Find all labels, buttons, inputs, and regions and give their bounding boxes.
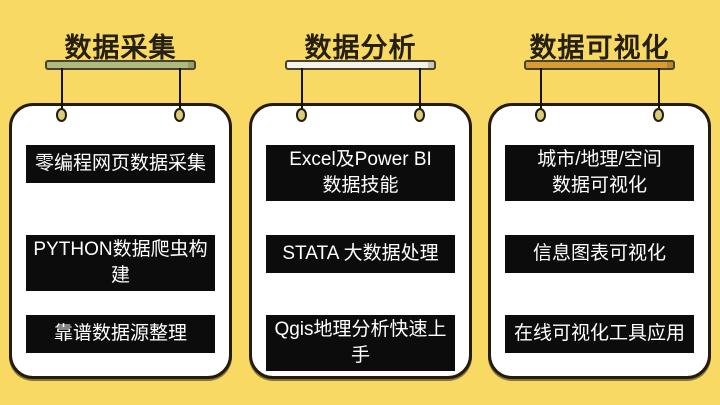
hanging-bar — [45, 60, 196, 70]
hanger-string-left — [301, 68, 303, 116]
course-item: 零编程网页数据采集 — [26, 145, 215, 183]
pin-right-icon — [653, 108, 664, 122]
hanging-bar — [285, 60, 436, 70]
column-title: 数据可视化 — [529, 33, 670, 63]
pin-left-icon — [296, 108, 307, 122]
hanging-card: Excel及Power BI 数据技能 STATA 大数据处理 Qgis地理分析… — [249, 103, 472, 379]
pin-right-icon — [174, 108, 185, 122]
column-data-visualization: 数据可视化 城市/地理/空间 数据可视化 信息图表可视化 在线可视化工具应用 — [488, 0, 711, 405]
pin-left-icon — [56, 108, 67, 122]
hanger-string-right — [419, 68, 421, 116]
hanger-string-left — [540, 68, 542, 116]
hanging-bar — [524, 60, 675, 70]
column-title: 数据采集 — [64, 33, 177, 63]
hanger-string-right — [658, 68, 660, 116]
hanging-card: 零编程网页数据采集 PYTHON数据爬虫构建 靠谱数据源整理 — [9, 103, 232, 379]
course-item: Qgis地理分析快速上手 — [266, 315, 455, 371]
column-title: 数据分析 — [304, 33, 417, 63]
course-item: 城市/地理/空间 数据可视化 — [505, 145, 694, 201]
column-data-collection: 数据采集 零编程网页数据采集 PYTHON数据爬虫构建 靠谱数据源整理 — [9, 0, 232, 405]
hanger-string-left — [61, 68, 63, 116]
column-data-analysis: 数据分析 Excel及Power BI 数据技能 STATA 大数据处理 Qgi… — [249, 0, 472, 405]
course-item: Excel及Power BI 数据技能 — [266, 145, 455, 201]
course-item: 靠谱数据源整理 — [26, 315, 215, 353]
hanging-card: 城市/地理/空间 数据可视化 信息图表可视化 在线可视化工具应用 — [488, 103, 711, 379]
pin-right-icon — [414, 108, 425, 122]
course-item: PYTHON数据爬虫构建 — [26, 235, 215, 291]
course-item: 信息图表可视化 — [505, 235, 694, 273]
course-item: 在线可视化工具应用 — [505, 315, 694, 353]
pin-left-icon — [535, 108, 546, 122]
course-item: STATA 大数据处理 — [266, 235, 455, 273]
hanger-string-right — [179, 68, 181, 116]
